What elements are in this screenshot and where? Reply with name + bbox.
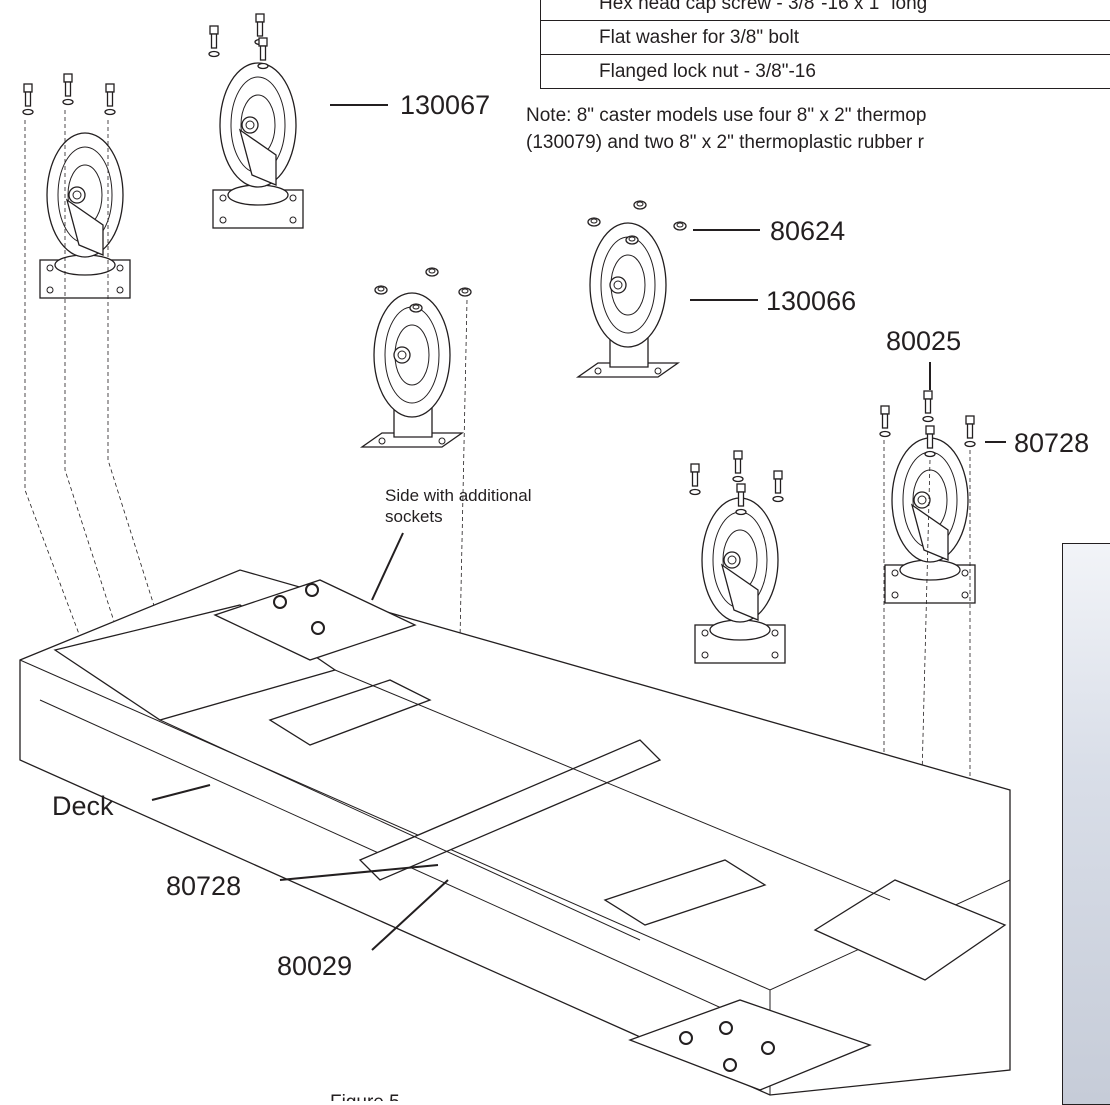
callout-80025: 80025 bbox=[886, 326, 961, 356]
label-sockets-line-2: sockets bbox=[385, 507, 443, 526]
callout-130067: 130067 bbox=[400, 90, 490, 120]
callout-80029: 80029 bbox=[277, 951, 352, 981]
figure-caption: Figure 5 bbox=[330, 1092, 400, 1101]
swivel-caster-top-left bbox=[23, 74, 130, 298]
callout-80728-right: 80728 bbox=[1014, 428, 1089, 458]
rigid-caster-center bbox=[362, 268, 471, 447]
label-deck: Deck bbox=[52, 791, 114, 821]
rigid-caster-right bbox=[578, 201, 686, 377]
swivel-caster-top-center bbox=[209, 14, 303, 228]
swivel-caster-lower-center bbox=[690, 451, 785, 663]
deck-frame bbox=[20, 570, 1010, 1095]
label-sockets-line-1: Side with additional bbox=[385, 486, 531, 505]
swivel-caster-right bbox=[880, 391, 975, 603]
callout-80624: 80624 bbox=[770, 216, 845, 246]
callout-80728-bottom: 80728 bbox=[166, 871, 241, 901]
callout-130066: 130066 bbox=[766, 286, 856, 316]
